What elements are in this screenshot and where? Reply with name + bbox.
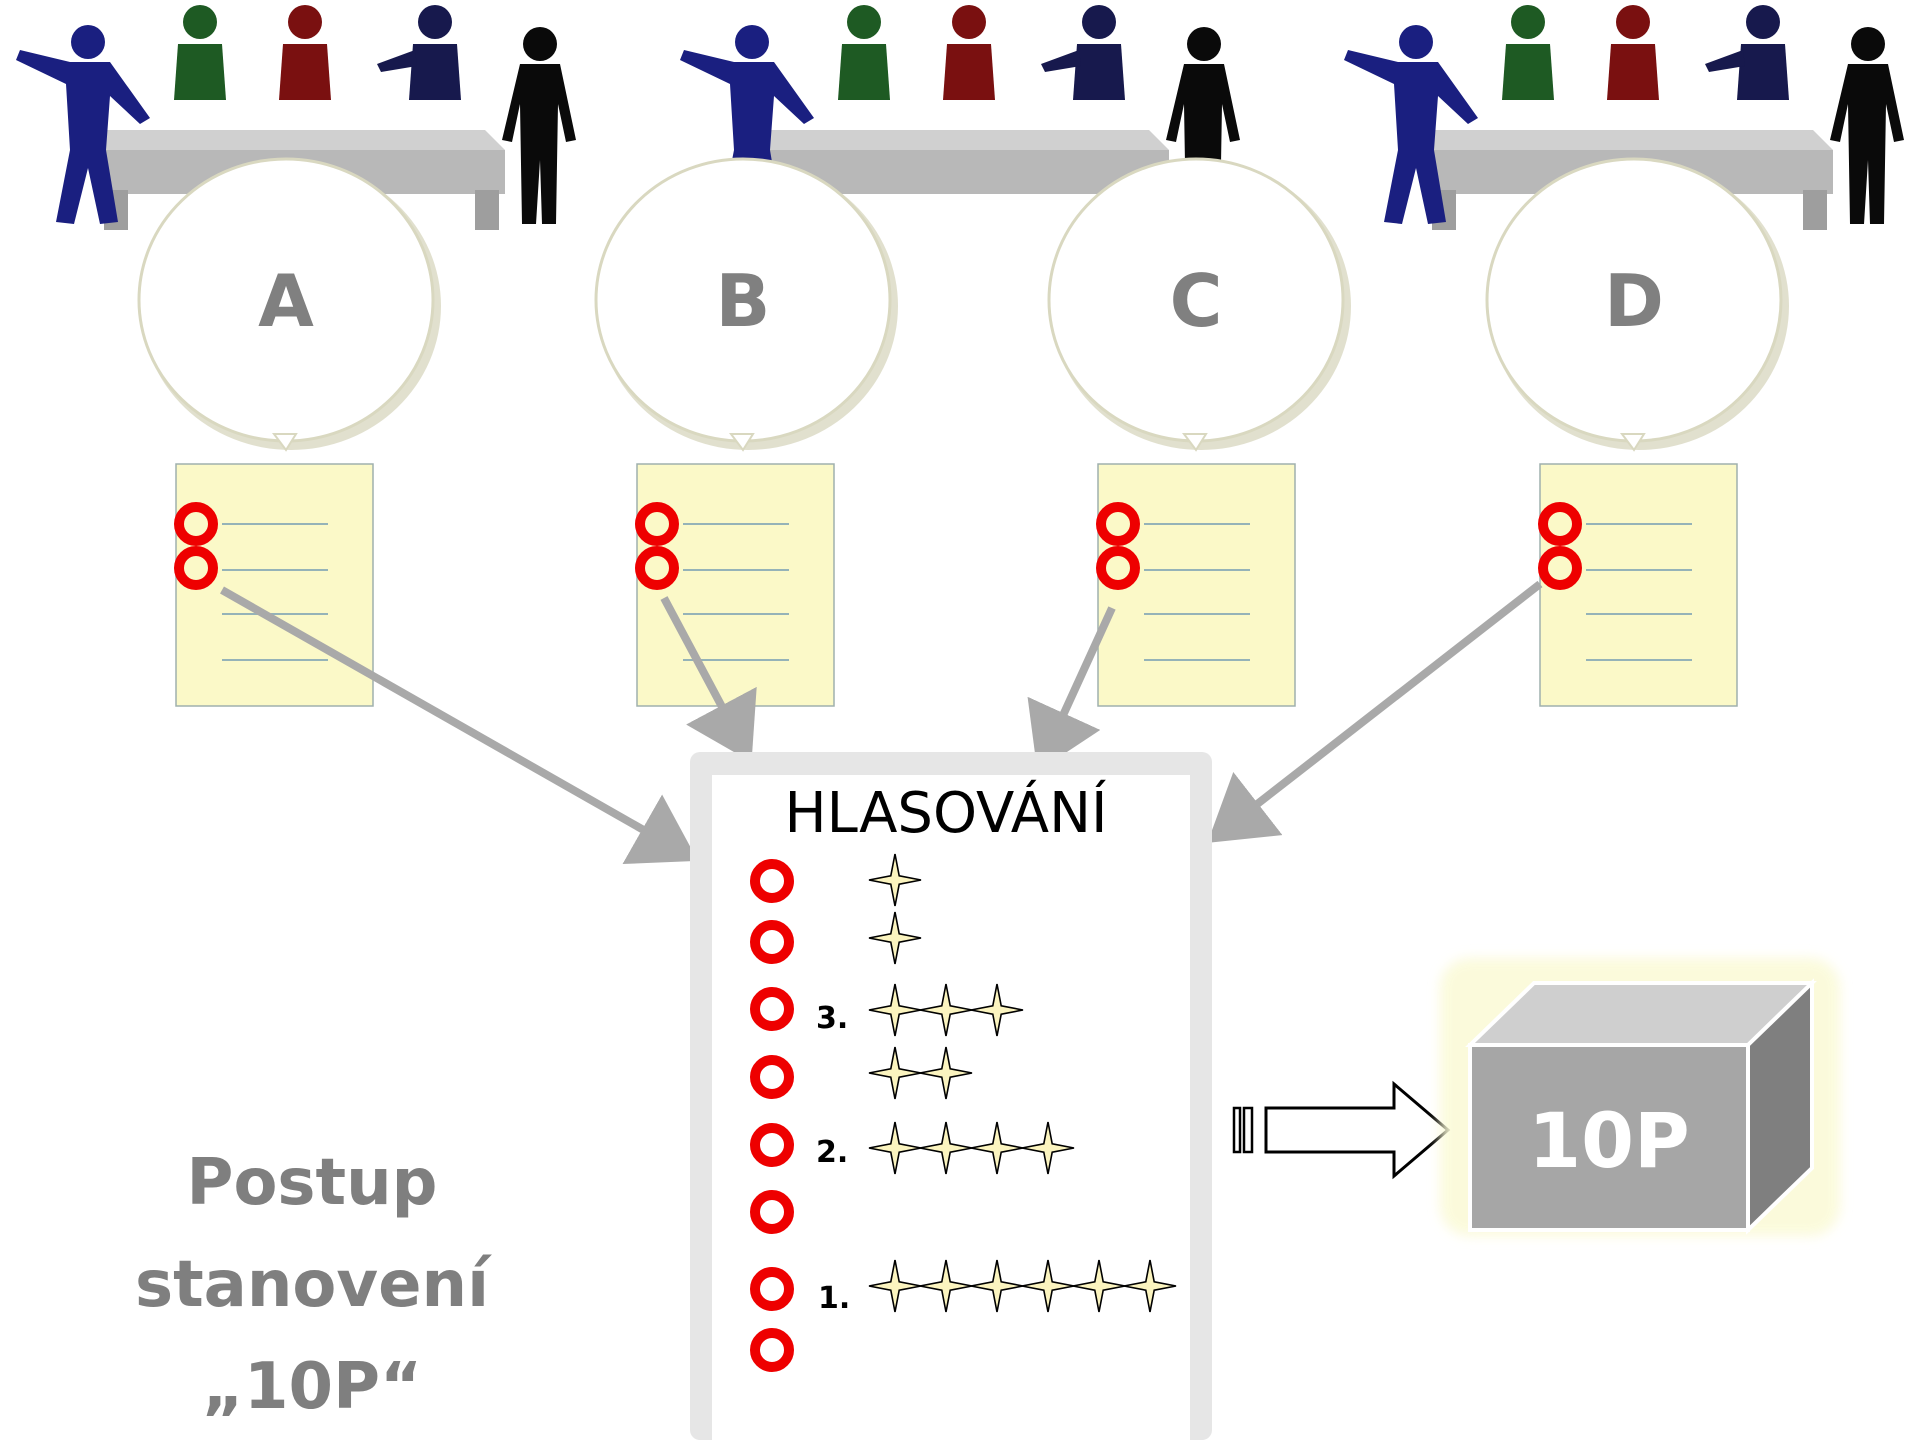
star-icon: [868, 911, 922, 965]
result-arrow: [1232, 1080, 1451, 1180]
star-icon: [868, 1259, 922, 1313]
note-ring-icon: [174, 502, 218, 546]
star-icon: [1021, 1259, 1075, 1313]
group-letter-b: B: [716, 259, 771, 343]
star-icon: [868, 1046, 922, 1100]
star-icon: [868, 983, 922, 1037]
person-blue-icon: [1344, 25, 1478, 224]
result-box: 10P: [1440, 958, 1840, 1236]
star-icon: [919, 1121, 973, 1175]
vote-ring-icon: [750, 859, 794, 903]
speech-bubble-c: C: [1047, 157, 1351, 452]
star-icon: [970, 1259, 1024, 1313]
vote-ring-icon: [750, 1190, 794, 1234]
star-icon: [919, 1046, 973, 1100]
note-ring-icon: [635, 502, 679, 546]
note-arrows: [220, 580, 1543, 865]
note-ring-icon: [1538, 502, 1582, 546]
note-a: [174, 463, 374, 707]
star-icon: [970, 983, 1024, 1037]
meeting-group-1: [16, 5, 576, 230]
vote-ring-icon: [750, 1055, 794, 1099]
person-black-icon: [502, 27, 576, 224]
caption-line-3: „10P“: [202, 1350, 422, 1424]
voting-board: HLASOVÁNÍ 3. 2. 1.: [690, 752, 1212, 1440]
star-icon: [1072, 1259, 1126, 1313]
group-letter-c: C: [1170, 259, 1223, 343]
table-top: [764, 130, 1169, 150]
table-top: [100, 130, 505, 150]
caption-line-1: Postup: [187, 1146, 438, 1220]
note-ring-icon: [1096, 502, 1140, 546]
note-c: [1096, 463, 1296, 707]
note-ring-icon: [1538, 546, 1582, 590]
meeting-groups: [16, 5, 1904, 230]
note-b: [635, 463, 835, 707]
person-black-icon: [1830, 27, 1904, 224]
vote-ring-icon: [750, 1328, 794, 1372]
person-red-icon: [279, 5, 331, 100]
speech-bubble-a: A: [137, 157, 441, 452]
person-black-icon: [1166, 27, 1240, 224]
person-navy-icon: [1705, 5, 1789, 100]
caption-line-2: stanovení: [135, 1248, 492, 1322]
arrow-a: [220, 586, 698, 865]
rank-label-1: 1.: [818, 1281, 850, 1316]
person-navy-icon: [377, 5, 461, 100]
table-top: [1428, 130, 1833, 150]
rank-label-2: 2.: [816, 1135, 848, 1170]
group-notes: [174, 463, 1738, 707]
person-navy-icon: [1041, 5, 1125, 100]
person-green-icon: [838, 5, 890, 100]
star-icon: [919, 1259, 973, 1313]
vote-ring-icon: [750, 920, 794, 964]
star-icon: [868, 1121, 922, 1175]
arrow-c: [1027, 606, 1116, 772]
star-icon: [1123, 1259, 1177, 1313]
vote-ring-icon: [750, 987, 794, 1031]
star-icon: [919, 983, 973, 1037]
star-icon: [868, 853, 922, 907]
arrow-b: [660, 596, 757, 763]
result-box-label: 10P: [1528, 1096, 1689, 1185]
group-letter-a: A: [258, 259, 314, 343]
vote-ring-icon: [750, 1267, 794, 1311]
arrow-d: [1207, 580, 1543, 843]
star-icon: [970, 1121, 1024, 1175]
voting-rings: [750, 859, 794, 1372]
note-ring-icon: [635, 546, 679, 590]
person-green-icon: [174, 5, 226, 100]
person-blue-icon: [680, 25, 814, 224]
note-ring-icon: [1096, 546, 1140, 590]
note-ring-icon: [174, 546, 218, 590]
person-red-icon: [943, 5, 995, 100]
person-green-icon: [1502, 5, 1554, 100]
group-letter-d: D: [1604, 259, 1664, 343]
speech-bubble-d: D: [1485, 157, 1789, 452]
note-d: [1538, 463, 1738, 707]
speech-bubbles: A B C D: [137, 157, 1789, 452]
speech-bubble-b: B: [594, 157, 898, 452]
vote-ring-icon: [750, 1123, 794, 1167]
person-red-icon: [1607, 5, 1659, 100]
star-icon: [1021, 1121, 1075, 1175]
voting-title: HLASOVÁNÍ: [785, 780, 1108, 846]
person-blue-icon: [16, 25, 150, 224]
voting-stars: [868, 853, 1177, 1313]
caption: Postup stanovení „10P“: [135, 1146, 492, 1424]
rank-label-3: 3.: [816, 1001, 848, 1036]
